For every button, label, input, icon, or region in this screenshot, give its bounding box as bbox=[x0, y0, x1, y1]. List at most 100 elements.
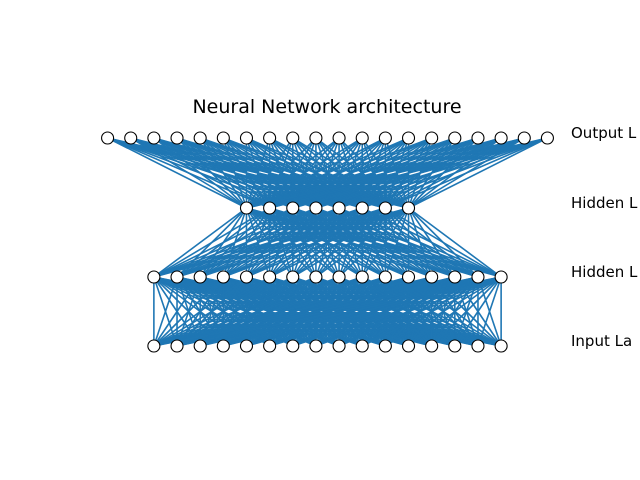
input-neuron bbox=[239, 339, 254, 353]
connection-edge bbox=[245, 137, 294, 209]
hidden-1-neuron bbox=[147, 270, 161, 284]
input-neuron bbox=[355, 339, 369, 353]
hidden-2-neuron bbox=[332, 201, 346, 215]
hidden-2-neuron bbox=[355, 201, 369, 215]
hidden-1-neuron bbox=[378, 270, 392, 284]
connection-edge bbox=[153, 276, 247, 347]
connection-edge bbox=[153, 207, 363, 278]
connection-edge bbox=[153, 207, 409, 278]
input-neuron bbox=[494, 339, 508, 353]
hidden-1-neuron bbox=[309, 270, 323, 284]
output-neuron bbox=[471, 131, 485, 145]
connection-edge bbox=[176, 137, 248, 209]
layer-labels: Output L Hidden L Hidden L Input La bbox=[571, 124, 638, 350]
output-neuron bbox=[286, 131, 300, 145]
connection-edge bbox=[153, 276, 456, 347]
input-neuron bbox=[425, 339, 439, 353]
output-neuron bbox=[448, 131, 462, 145]
connection-edge bbox=[338, 207, 410, 278]
hidden-1-neuron bbox=[355, 270, 369, 284]
layer-label-hidden-1: Hidden L bbox=[571, 263, 638, 281]
connection-edge bbox=[246, 137, 386, 209]
hidden-2-neuron bbox=[401, 201, 416, 215]
connection-edge bbox=[407, 207, 479, 278]
output-neuron bbox=[147, 131, 161, 145]
hidden-1-neuron bbox=[263, 270, 277, 284]
output-neuron bbox=[124, 131, 138, 145]
connection-edge bbox=[407, 207, 456, 278]
connection-edge bbox=[269, 207, 409, 278]
connection-edge bbox=[153, 276, 340, 347]
input-neuron bbox=[147, 339, 161, 353]
output-neuron bbox=[101, 131, 115, 145]
connection-edge bbox=[407, 207, 433, 278]
connection-edge bbox=[153, 276, 271, 347]
output-neuron bbox=[239, 131, 254, 145]
output-neuron bbox=[355, 131, 369, 145]
connection-edge bbox=[153, 276, 317, 347]
connection-edge bbox=[153, 276, 294, 347]
connection-edge bbox=[245, 137, 340, 209]
connection-edge bbox=[246, 137, 479, 209]
connection-edge bbox=[153, 276, 201, 347]
input-neuron bbox=[170, 339, 184, 353]
connection-edge bbox=[292, 276, 502, 347]
connection-edge bbox=[246, 137, 363, 209]
hidden-2-neuron bbox=[378, 201, 392, 215]
output-neuron bbox=[517, 131, 531, 145]
connection-edge bbox=[199, 207, 409, 278]
connection-edge bbox=[153, 207, 317, 278]
connection-edge bbox=[199, 276, 502, 347]
hidden-1-neuron bbox=[170, 270, 184, 284]
connection-edge bbox=[153, 207, 247, 278]
hidden-1-neuron bbox=[494, 270, 508, 284]
input-neuron bbox=[309, 339, 323, 353]
connection-edge bbox=[130, 137, 247, 209]
connection-edge bbox=[153, 207, 386, 278]
connection-edge bbox=[246, 137, 548, 209]
output-neuron bbox=[332, 131, 346, 145]
hidden-1-neuron bbox=[448, 270, 462, 284]
input-neuron bbox=[193, 339, 207, 353]
connection-edge bbox=[454, 276, 502, 347]
connection-edge bbox=[338, 276, 502, 347]
connection-edge bbox=[246, 137, 456, 209]
layer-label-input: Input La bbox=[571, 332, 632, 350]
connection-edge bbox=[431, 276, 502, 347]
connection-edge bbox=[153, 276, 409, 347]
connection-edge bbox=[384, 207, 410, 278]
hidden-1-neuron bbox=[286, 270, 300, 284]
input-neuron bbox=[286, 339, 300, 353]
input-neuron bbox=[448, 339, 462, 353]
output-neuron bbox=[494, 131, 508, 145]
layer-label-output: Output L bbox=[571, 124, 637, 142]
connection-edge bbox=[269, 276, 502, 347]
connection-edge bbox=[107, 137, 247, 209]
hidden-1-neuron bbox=[332, 270, 346, 284]
connection-edge bbox=[246, 276, 502, 347]
output-neuron bbox=[378, 131, 392, 145]
input-neuron bbox=[263, 339, 277, 353]
hidden-1-neuron bbox=[425, 270, 439, 284]
output-neuron bbox=[309, 131, 323, 145]
output-neuron bbox=[170, 131, 184, 145]
connection-edge bbox=[269, 137, 548, 209]
connection-edge bbox=[361, 207, 410, 278]
hidden-1-neuron bbox=[216, 270, 230, 284]
diagram-title: Neural Network architecture bbox=[192, 96, 461, 118]
output-neuron bbox=[540, 131, 554, 145]
connection-edge bbox=[315, 137, 548, 209]
hidden-1-neuron bbox=[471, 270, 485, 284]
hidden-2-neuron bbox=[239, 201, 254, 215]
connection-edge bbox=[199, 137, 248, 209]
hidden-1-neuron bbox=[401, 270, 416, 284]
connection-edge bbox=[223, 276, 502, 347]
layer-label-hidden-2: Hidden L bbox=[571, 194, 638, 212]
neurons bbox=[101, 131, 554, 353]
connection-edge bbox=[246, 207, 409, 278]
input-neuron bbox=[332, 339, 346, 353]
connection-edge bbox=[245, 137, 317, 209]
connection-edge bbox=[153, 276, 386, 347]
connection-edge bbox=[292, 137, 548, 209]
